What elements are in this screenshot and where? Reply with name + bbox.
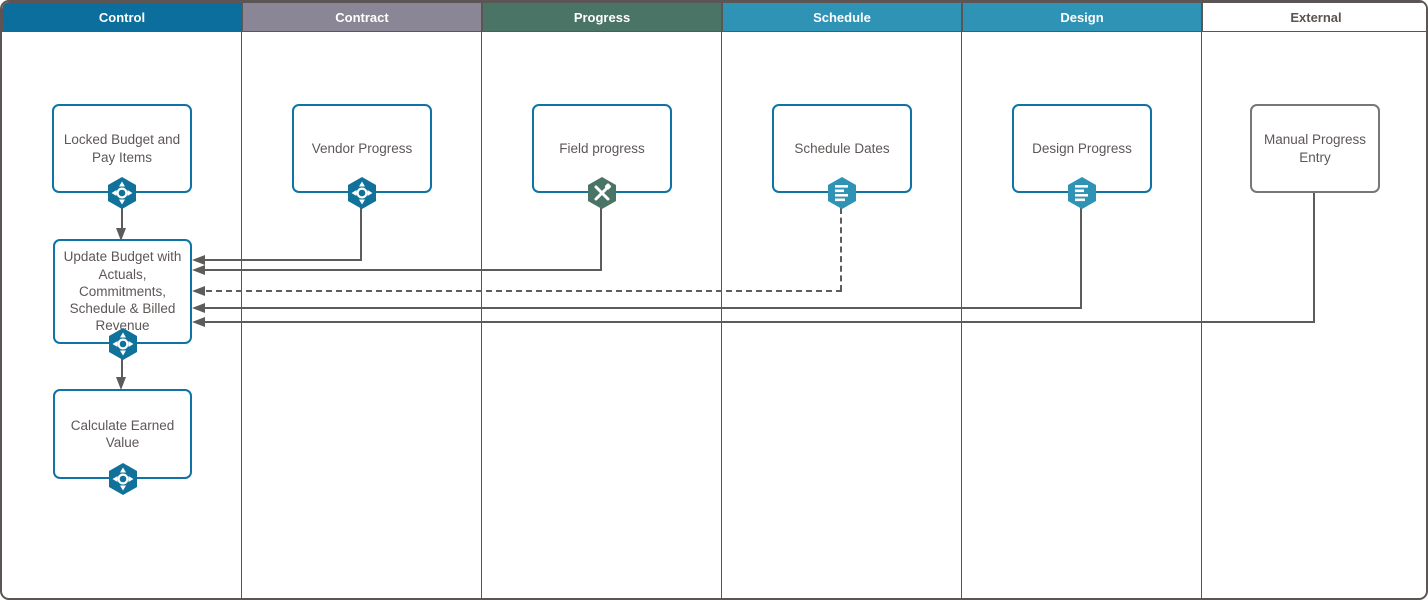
lane-header-control: Control [2, 2, 242, 32]
connector-update-to-calculate [121, 359, 123, 379]
connector-design-to-update [1080, 208, 1082, 308]
arrowhead-down-icon [116, 377, 126, 390]
connector-vendor-to-update [360, 208, 362, 260]
move-compass-icon [348, 177, 376, 209]
move-compass-icon [108, 177, 136, 209]
arrowhead-left-icon [192, 286, 205, 296]
connector-vendor-to-update [204, 259, 362, 261]
lane-divider [960, 32, 962, 598]
field-tools-icon [588, 177, 616, 209]
arrowhead-left-icon [192, 255, 205, 265]
lane-header-schedule: Schedule [722, 2, 962, 32]
node-label: Locked Budget and Pay Items [63, 132, 181, 165]
node-label: Design Progress [1032, 140, 1132, 156]
arrowhead-left-icon [192, 265, 205, 275]
lane-header-external: External [1202, 2, 1426, 32]
lane-divider [1200, 32, 1202, 598]
connector-field-to-update [600, 208, 602, 270]
node-schedule-dates: Schedule Dates [772, 104, 912, 193]
move-compass-icon [109, 463, 137, 495]
connector-manual-to-update [1313, 193, 1315, 322]
node-label: Vendor Progress [311, 140, 413, 156]
node-update-budget: Update Budget with Actuals, Commitments,… [53, 239, 192, 344]
lane-header-contract: Contract [242, 2, 482, 32]
connector-schedule-to-update [206, 290, 842, 292]
gantt-bars-icon [1068, 177, 1096, 209]
node-label: Manual Progress Entry [1263, 132, 1367, 165]
arrowhead-left-icon [192, 317, 205, 327]
node-label: Schedule Dates [794, 140, 890, 156]
arrowhead-left-icon [192, 303, 205, 313]
lane-header-progress: Progress [482, 2, 722, 32]
lane-divider [240, 32, 242, 598]
connector-design-to-update [204, 307, 1082, 309]
connector-field-to-update [204, 269, 602, 271]
node-label: Update Budget with Actuals, Commitments,… [63, 249, 182, 334]
arrowhead-down-icon [116, 228, 126, 241]
gantt-bars-icon [828, 177, 856, 209]
node-label: Calculate Earned Value [70, 417, 175, 450]
node-label: Field progress [559, 140, 645, 156]
connector-locked-to-update [121, 208, 123, 230]
lane-divider [720, 32, 722, 598]
connector-schedule-to-update [840, 208, 842, 291]
lane-divider [480, 32, 482, 598]
lane-header-design: Design [962, 2, 1202, 32]
connector-manual-to-update [204, 321, 1315, 323]
node-manual-progress-entry: Manual Progress Entry [1250, 104, 1380, 193]
move-compass-icon [109, 328, 137, 360]
